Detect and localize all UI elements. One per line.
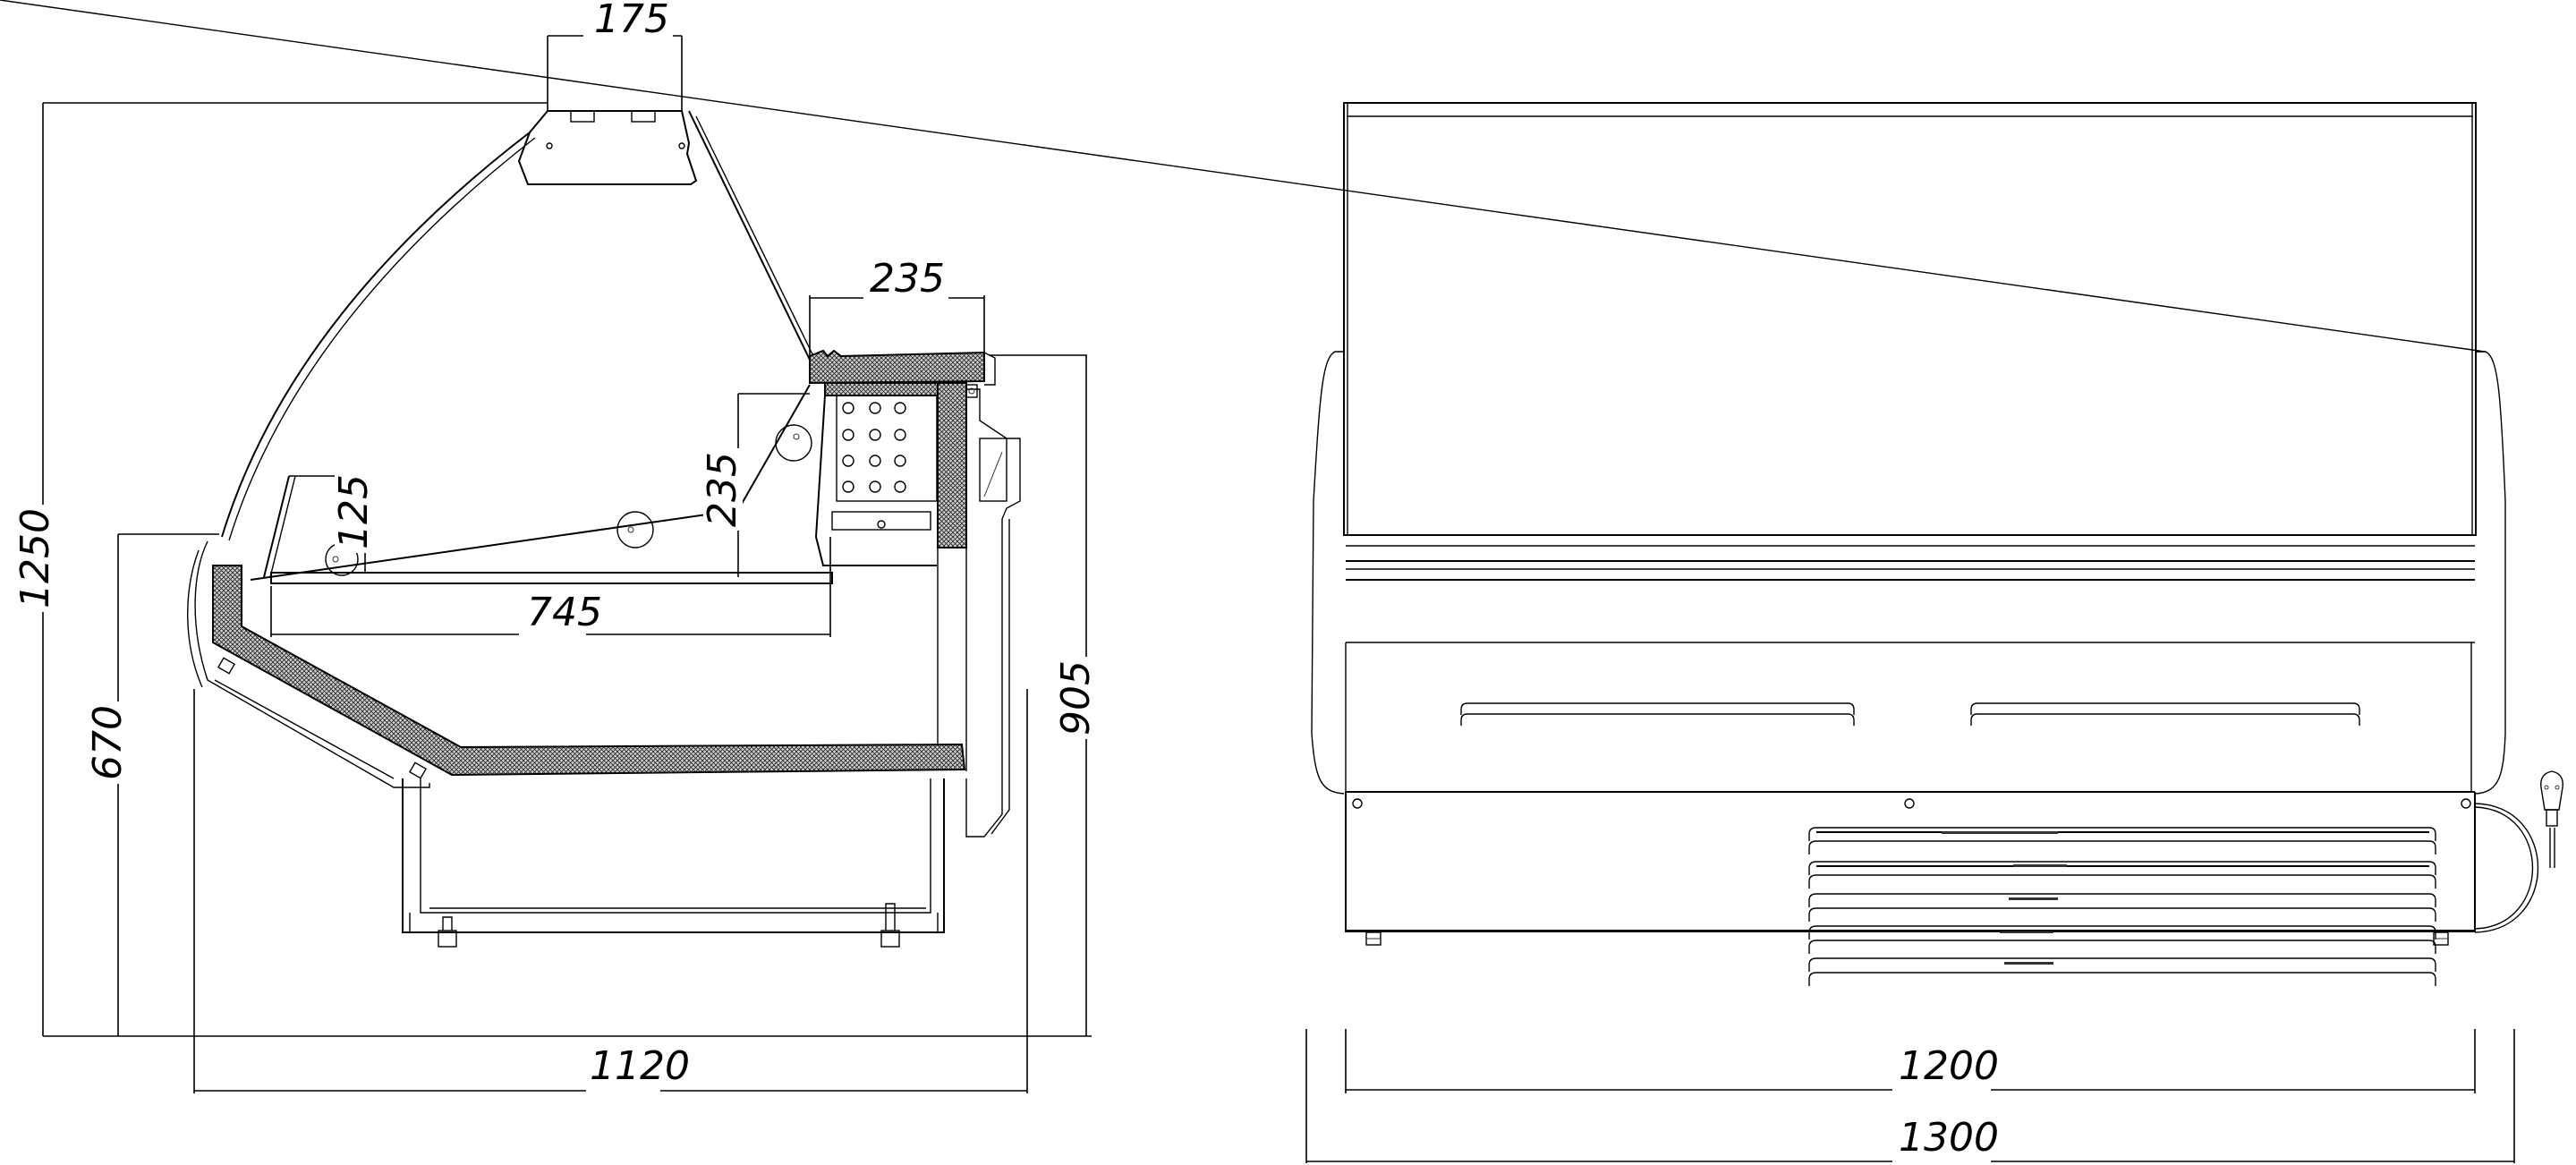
dim-front-overall-width: 1300 bbox=[1895, 1118, 2002, 1158]
dim-overall-depth: 1120 bbox=[586, 1047, 693, 1086]
dim-front-counter-height: 670 bbox=[85, 702, 131, 784]
dim-front-shelf-height: 125 bbox=[331, 471, 377, 553]
dim-rear-shelf-height: 235 bbox=[700, 448, 745, 531]
screw-left bbox=[1352, 798, 1363, 809]
front-glass bbox=[221, 132, 536, 541]
upper-rails bbox=[1345, 545, 2475, 792]
dim-front-body-width: 1200 bbox=[1895, 1047, 2002, 1086]
dim-display-shelf-depth: 745 bbox=[523, 593, 606, 633]
power-cord bbox=[2474, 770, 2563, 933]
dim-overall-height: 1250 bbox=[13, 505, 58, 612]
dim-top-shelf-depth: 235 bbox=[866, 259, 948, 299]
leveling-foot-rear bbox=[880, 930, 900, 948]
leveling-foot-front bbox=[438, 930, 457, 948]
top-insulated-shelf bbox=[809, 349, 996, 548]
screw-right bbox=[2461, 798, 2471, 809]
perforated-panel bbox=[814, 395, 938, 566]
schuko-plug-icon bbox=[2540, 770, 2563, 827]
rear-wall bbox=[937, 384, 1021, 838]
dim-top-canopy-width: 175 bbox=[591, 0, 673, 39]
lower-body-bottom bbox=[1345, 792, 2475, 931]
side-dimension-lines bbox=[42, 35, 1092, 1093]
dim-rear-counter-height: 905 bbox=[1053, 657, 1099, 739]
glass-front bbox=[1343, 102, 2477, 536]
leveling-feet bbox=[1365, 931, 2449, 946]
canopy bbox=[517, 110, 698, 185]
insulated-tub bbox=[187, 540, 966, 788]
base-cabinet bbox=[402, 778, 945, 948]
rear-glass bbox=[688, 110, 817, 362]
side-panels bbox=[0, 0, 2506, 795]
upper-vents bbox=[1460, 702, 2360, 726]
condenser-grille bbox=[1808, 827, 2436, 986]
screw-center bbox=[1904, 798, 1915, 809]
front-dimension-lines bbox=[1305, 1029, 2515, 1163]
side-view bbox=[42, 35, 1092, 1093]
